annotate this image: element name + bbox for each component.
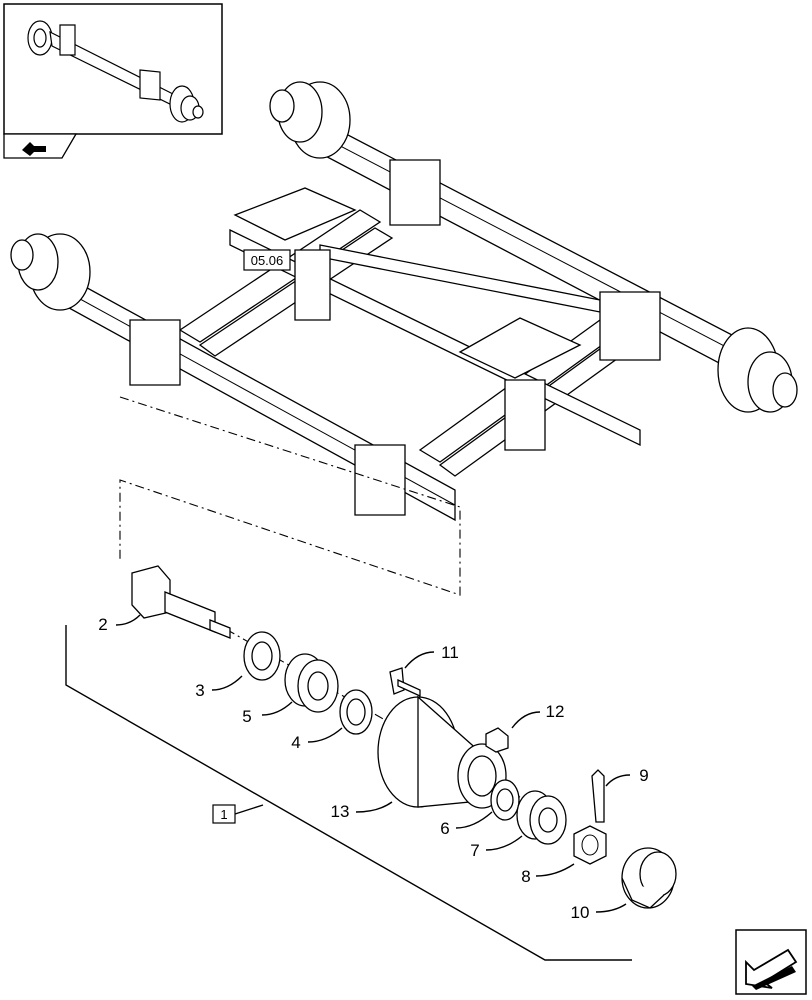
bearing-outer-part: [284, 653, 339, 713]
callout-leaders: [115, 614, 631, 913]
kit-box-label: 1: [220, 807, 227, 822]
kit-box[interactable]: 1: [212, 804, 236, 824]
hub-cap-part: [621, 847, 677, 909]
inner-seal-part: [490, 779, 520, 821]
cotter-pin-part: [591, 769, 605, 823]
callout-12: 12: [546, 702, 565, 721]
callout-5: 5: [242, 707, 251, 726]
spindle-part: [131, 565, 231, 639]
back-arrow-icon[interactable]: [3, 133, 78, 159]
washer-part: [243, 631, 281, 681]
next-page-arrow-icon[interactable]: [735, 929, 807, 995]
reference-box-label: 05.06: [251, 253, 284, 268]
callout-6: 6: [440, 819, 449, 838]
callout-10: 10: [571, 903, 590, 922]
callout-9: 9: [639, 766, 648, 785]
hub-part: [377, 695, 507, 809]
kit-bracket-line: [65, 625, 632, 961]
bolt-part: [389, 667, 421, 698]
callout-11: 11: [441, 643, 459, 662]
axle-assembly: [10, 81, 798, 522]
assembly-projection-line: [119, 396, 461, 596]
callout-7: 7: [470, 841, 479, 860]
nut-part: [485, 727, 509, 753]
callout-3: 3: [195, 681, 204, 700]
axle-thumbnail-icon[interactable]: [3, 3, 223, 135]
callout-8: 8: [521, 867, 530, 886]
seal-part: [339, 689, 373, 735]
castle-nut-part: [573, 825, 607, 865]
callout-13: 13: [331, 802, 350, 821]
callout-2: 2: [98, 615, 107, 634]
callout-4: 4: [291, 733, 300, 752]
reference-box[interactable]: 05.06: [243, 249, 291, 271]
bearing-inner-part: [516, 790, 567, 845]
